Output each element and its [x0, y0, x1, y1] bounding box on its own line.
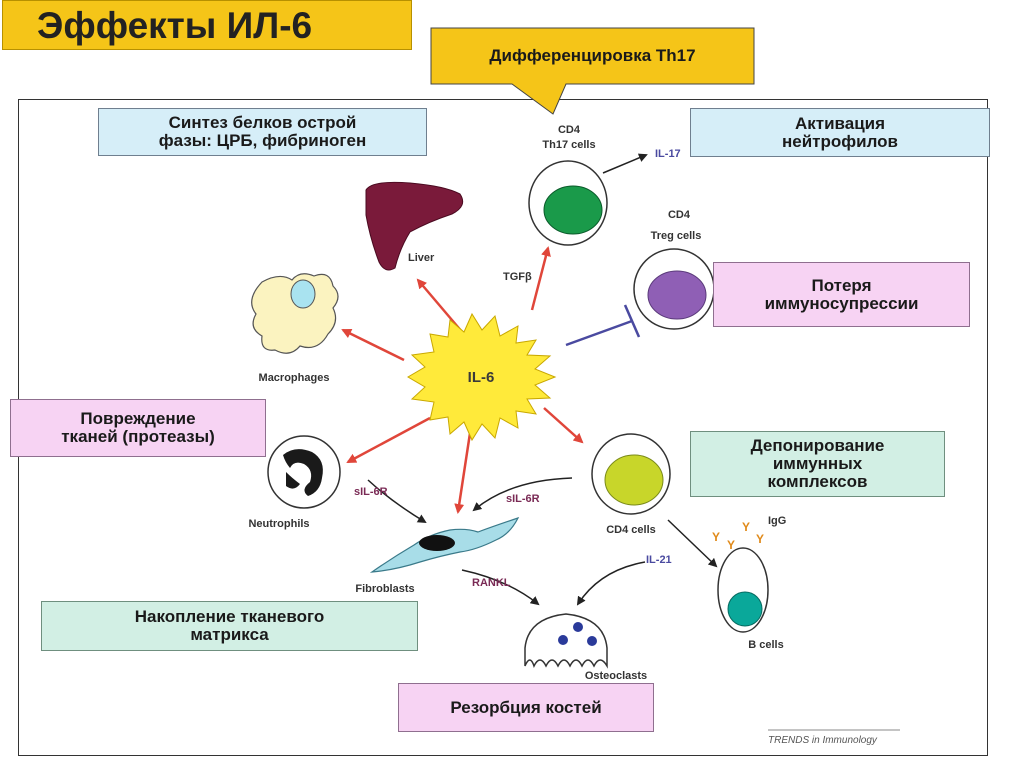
- box-tissue-damage: Повреждение тканей (протеазы): [10, 399, 266, 457]
- box-matrix-accumulation-line2: матрикса: [190, 625, 269, 644]
- osteoclasts-label: Osteoclasts: [585, 670, 647, 682]
- page-title: Эффекты ИЛ-6: [37, 5, 313, 46]
- arrow-il17: [602, 153, 648, 174]
- fibroblasts-label: Fibroblasts: [355, 583, 414, 595]
- arrow-rankl: [461, 569, 540, 606]
- antibody-2: Y: [727, 538, 735, 552]
- box-neutrophil-activation-line1: Активация: [794, 113, 886, 133]
- box-immune-complex-line2: иммунных: [772, 454, 863, 473]
- macrophage-shape: [251, 273, 339, 354]
- th17-callout: [430, 27, 755, 115]
- box-neutrophil-activation: Активация нейтрофилов: [690, 108, 990, 157]
- box-acute-phase-line1: Синтез белков острой: [168, 113, 357, 132]
- arrow-cd4-to-bcell: [667, 519, 718, 568]
- box-acute-phase: Синтез белков острой фазы: ЦРБ, фибриног…: [98, 108, 427, 156]
- box-bone-resorption: Резорбция костей: [398, 683, 654, 732]
- neutrophil-cell: [267, 435, 341, 509]
- antibody-4: Y: [756, 532, 764, 546]
- treg-label-line2: Treg cells: [651, 230, 702, 242]
- black-arrows: [367, 153, 718, 606]
- box-immunosuppression-loss-line2: иммуносупрессии: [764, 293, 919, 313]
- osteoclast-nucleus-3: [587, 636, 597, 646]
- th17-callout-label: Дифференцировка Th17: [489, 46, 696, 65]
- arrow-il21: [576, 561, 646, 606]
- b-cell-nucleus: [727, 591, 763, 627]
- th17-label-line2: Th17 cells: [542, 139, 595, 151]
- tgfb-label: TGFβ: [503, 271, 532, 283]
- treg-inhibition: [565, 304, 641, 347]
- arrow-sil6r-right: [472, 477, 573, 512]
- il21-label: IL-21: [646, 554, 672, 566]
- rankl-label: RANKL: [472, 577, 511, 589]
- title-box: Эффекты ИЛ-6: [2, 0, 412, 50]
- fibroblast-nucleus: [419, 535, 455, 551]
- treg-nucleus: [647, 270, 707, 320]
- b-cells-label: B cells: [748, 639, 783, 651]
- il6-label: IL-6: [468, 369, 495, 386]
- box-immunosuppression-loss-line1: Потеря: [811, 275, 872, 295]
- igg-label: IgG: [768, 515, 786, 527]
- th17-nucleus: [543, 185, 603, 235]
- box-tissue-damage-line1: Повреждение: [80, 409, 196, 428]
- il17-label: IL-17: [655, 148, 681, 160]
- arrow-to-cd4: [543, 407, 584, 444]
- box-bone-resorption-line1: Резорбция костей: [450, 697, 602, 717]
- arrow-sil6r-left: [367, 479, 427, 524]
- arrow-to-th17: [530, 246, 551, 311]
- sil6r-left-label: sIL-6R: [354, 486, 388, 498]
- box-immune-complex: Депонирование иммунных комплексов: [690, 431, 945, 497]
- antibody-1: Y: [712, 530, 720, 544]
- osteoclast-nucleus-2: [573, 622, 583, 632]
- box-matrix-accumulation-line1: Накопление тканевого: [134, 607, 325, 626]
- liver-shape: [365, 181, 464, 271]
- treg-label-line1: CD4: [668, 209, 691, 221]
- arrow-to-macrophages: [341, 328, 405, 362]
- macrophage-nucleus: [290, 279, 316, 309]
- box-neutrophil-activation-line2: нейтрофилов: [781, 131, 898, 151]
- box-immune-complex-line3: комплексов: [767, 472, 868, 491]
- cd4-label: CD4 cells: [606, 524, 656, 536]
- antibody-3: Y: [742, 520, 750, 534]
- arrow-to-neutrophils: [346, 416, 431, 464]
- liver-label: Liver: [408, 252, 435, 264]
- credit-label: TRENDS in Immunology: [768, 735, 878, 746]
- sil6r-right-label: sIL-6R: [506, 493, 540, 505]
- neutrophils-label: Neutrophils: [248, 518, 309, 530]
- box-acute-phase-line2: фазы: ЦРБ, фибриноген: [158, 131, 367, 150]
- il6-burst: [407, 312, 557, 442]
- cd4-nucleus: [604, 454, 664, 506]
- box-matrix-accumulation: Накопление тканевого матрикса: [41, 601, 418, 651]
- macrophages-label: Macrophages: [259, 372, 330, 384]
- box-immune-complex-line1: Депонирование: [750, 436, 885, 455]
- box-tissue-damage-line2: тканей (протеазы): [61, 427, 215, 446]
- neutrophil-nucleus: [283, 449, 323, 496]
- antibody-glyphs: Y Y Y Y: [712, 520, 764, 552]
- th17-label-line1: CD4: [558, 124, 581, 136]
- osteoclast-nucleus-1: [558, 635, 568, 645]
- box-immunosuppression-loss: Потеря иммуносупрессии: [713, 262, 970, 327]
